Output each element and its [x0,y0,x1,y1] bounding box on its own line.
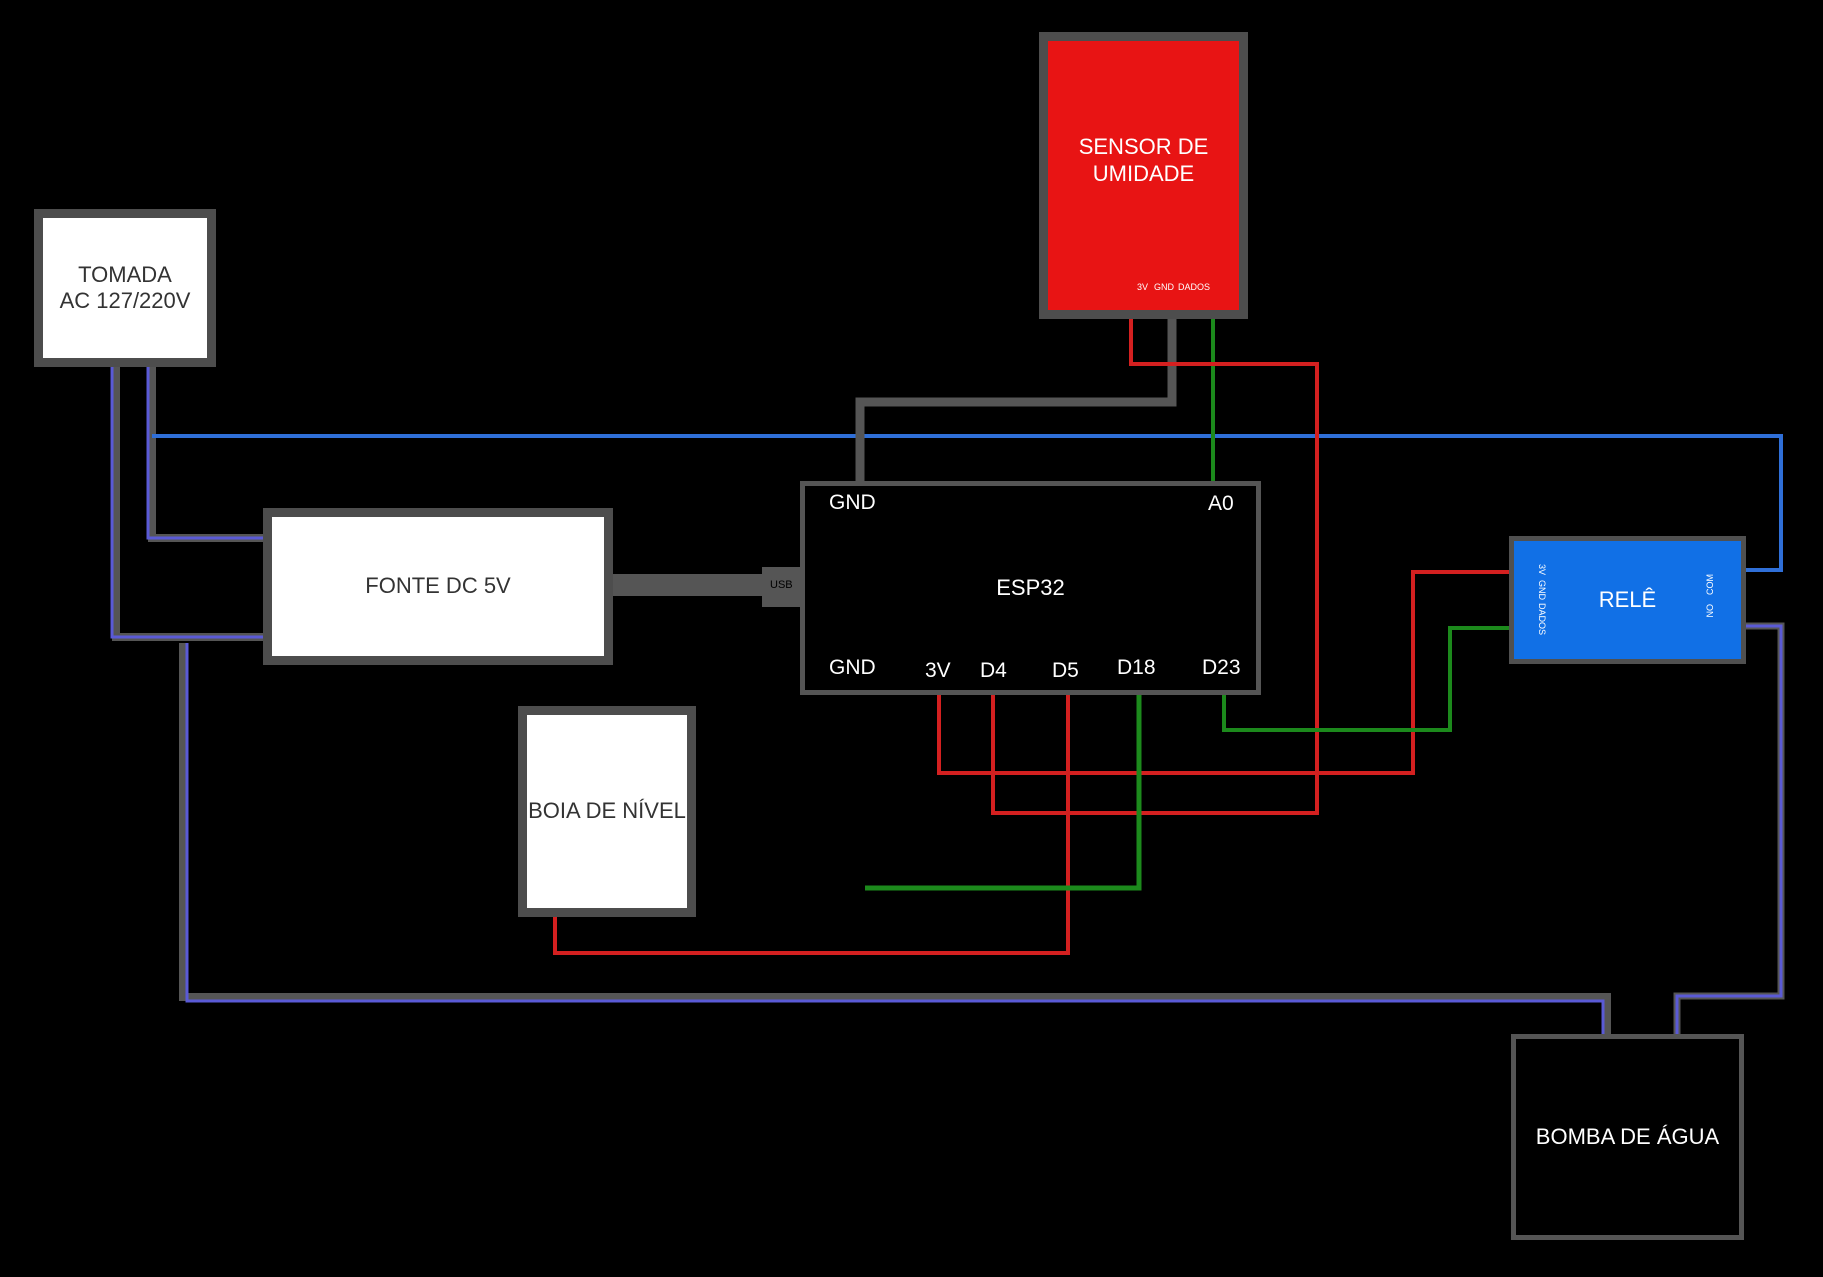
usb-connector [762,567,804,607]
wire-boia-data [865,695,1142,891]
wire-relay-data [1222,626,1512,732]
wire-relay-vcc [937,570,1512,775]
esp32-board: ESP32 [800,481,1261,695]
wire-ac-purple-outer [110,367,267,639]
rele-module: RELÊ [1509,536,1746,664]
esp32-pin-3v: 3V [925,659,951,682]
wire-relay-pump-grey [1673,622,1785,1037]
esp32-label: ESP32 [996,574,1065,600]
rele-label: RELÊ [1598,586,1657,612]
esp32-pin-gnd-bottom: GND [829,656,876,679]
rele-pin-no: NO [1705,604,1715,618]
usb-label: USB [770,579,793,591]
tomada-label: TOMADA AC 127/220V [59,261,191,313]
sensor-pin-gnd: GND [1154,282,1174,292]
wire-ac-grey-outer [112,367,267,641]
wire-pump-purple [185,643,1605,1037]
esp32-pin-gnd-top: GND [829,491,876,514]
rele-pin-dados: DADOS [1537,603,1547,636]
esp32-pin-a0: A0 [1208,492,1234,515]
esp32-pin-d18: D18 [1117,656,1156,679]
wire-relay-pump-purple [1675,624,1783,1037]
sensor-pin-3v: 3V [1137,282,1149,292]
bomba-agua: BOMBA DE ÁGUA [1511,1034,1744,1240]
wire-sensor-gnd [855,315,1177,483]
sensor-umidade: SENSOR DE UMIDADE [1039,32,1248,319]
boia-nivel: BOIA DE NÍVEL [518,706,696,917]
esp32-pin-d5: D5 [1052,659,1079,682]
wire-pump-grey [179,643,1611,1037]
wire-sensor-vcc [991,315,1319,815]
wire-boia-vcc [553,695,1070,955]
wire-ac-hot [152,434,1783,572]
sensor-pin-dados: DADOS [1178,282,1211,292]
rele-pin-3v: 3V [1537,564,1547,576]
fonte-dc: FONTE DC 5V [263,508,613,665]
wire-ac-grey-inner [148,367,267,542]
rele-pin-gnd: GND [1537,580,1547,600]
wire-ac-purple-inner [146,367,267,540]
boia-label: BOIA DE NÍVEL [528,798,686,824]
rele-pin-com: COM [1705,574,1715,595]
esp32-pin-d23: D23 [1202,656,1241,679]
bomba-label: BOMBA DE ÁGUA [1535,1123,1720,1149]
tomada-ac: TOMADA AC 127/220V [34,209,216,367]
fonte-label: FONTE DC 5V [365,573,511,599]
sensor-label: SENSOR DE UMIDADE [1078,134,1209,186]
esp32-pin-d4: D4 [980,659,1007,682]
usb-cable [613,574,763,596]
